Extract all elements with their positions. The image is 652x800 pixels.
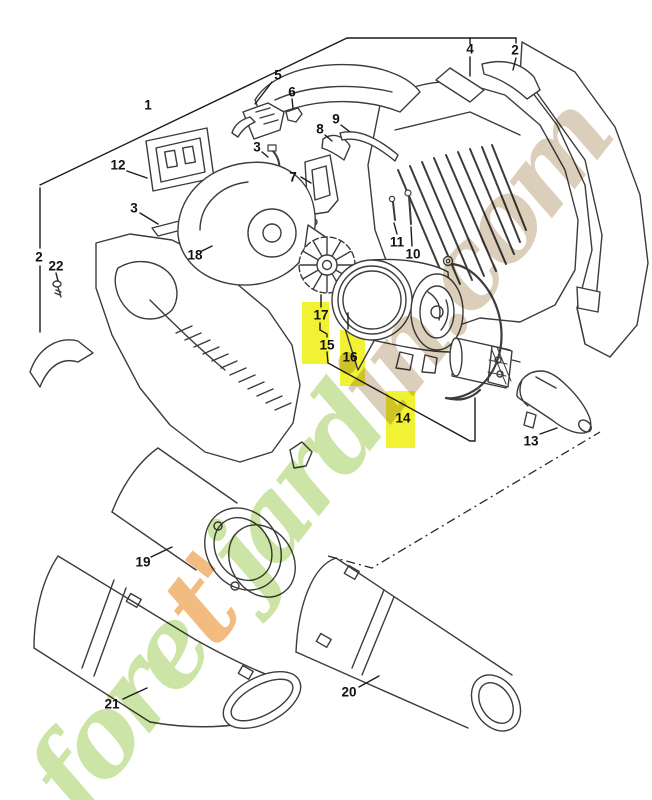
assembly-axis-line: [327, 431, 601, 569]
part-label-sticker: [435, 67, 485, 103]
part-trigger-switch: [231, 102, 285, 140]
part-connecting-wire: [442, 255, 503, 401]
part-label-9: 9: [332, 111, 340, 127]
part-motor-can: [331, 258, 464, 374]
part-label-20: 20: [341, 684, 357, 700]
part-label-2-left: 2: [35, 249, 43, 265]
part-label-3-upper: 3: [253, 139, 261, 155]
part-label-15[interactable]: 15: [319, 337, 335, 353]
part-label-19: 19: [135, 554, 151, 570]
part-flat-nozzle: [33, 555, 302, 730]
part-blower-tube: [111, 441, 313, 598]
highlight-box-14[interactable]: [386, 391, 415, 448]
part-screw: [52, 280, 62, 298]
part-label-12: 12: [110, 157, 126, 173]
leader-lines: [39, 37, 558, 700]
part-pin-10: [404, 189, 412, 225]
part-rod-link: [339, 131, 399, 162]
part-label-22: 22: [48, 258, 64, 274]
part-label-17[interactable]: 17: [313, 307, 329, 323]
part-lever: [321, 134, 351, 161]
part-label-11: 11: [389, 234, 405, 250]
part-label-8: 8: [316, 121, 324, 137]
part-handle-molding-right: [481, 60, 541, 100]
part-electric-motor: [449, 337, 521, 389]
part-label-16[interactable]: 16: [342, 349, 358, 365]
part-label-4: 4: [466, 41, 474, 57]
part-label-6: 6: [288, 84, 296, 100]
part-handle-cover-top: [254, 63, 421, 119]
part-label-7: 7: [289, 169, 297, 185]
part-label-14[interactable]: 14: [395, 410, 411, 426]
part-clip: [285, 107, 303, 123]
highlight-boxes: [302, 302, 415, 448]
part-label-5: 5: [274, 67, 282, 83]
part-rear-shell: [519, 41, 649, 358]
part-cone: [516, 370, 592, 434]
part-pin-11: [388, 195, 396, 221]
part-round-nozzle: [295, 557, 522, 732]
part-label-10: 10: [405, 246, 421, 262]
part-label-3-lower: 3: [130, 200, 138, 216]
part-label-13: 13: [523, 433, 539, 449]
part-label-21: 21: [104, 696, 120, 712]
part-label-2-top: 2: [511, 42, 519, 58]
part-label-1: 1: [144, 97, 152, 113]
part-front-housing-half: [95, 233, 301, 463]
part-label-18: 18: [187, 247, 203, 263]
part-handle-molding-left: [29, 339, 94, 388]
